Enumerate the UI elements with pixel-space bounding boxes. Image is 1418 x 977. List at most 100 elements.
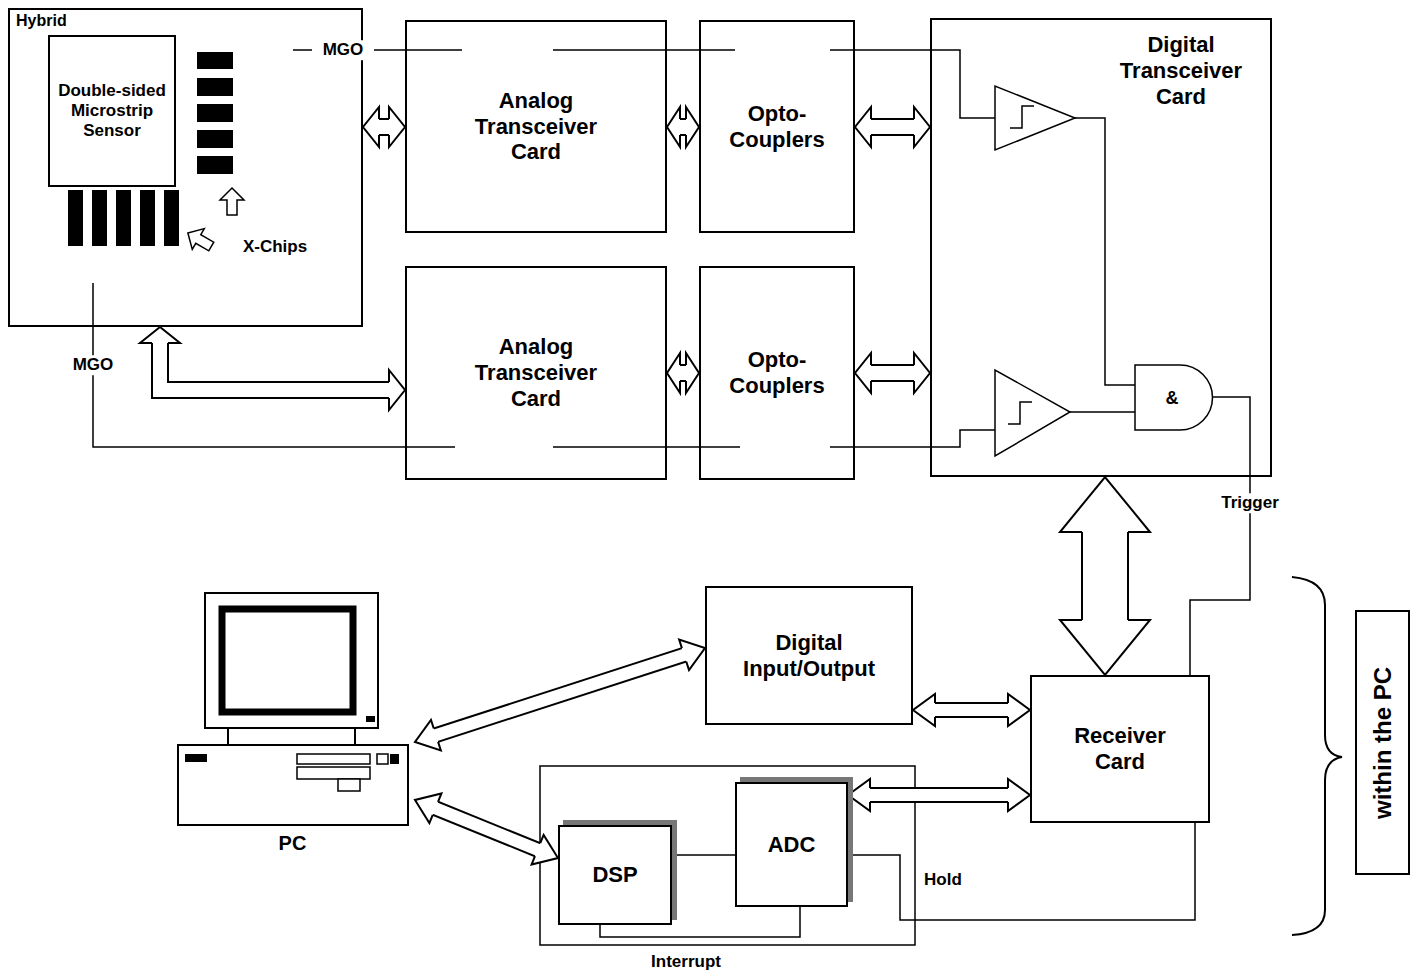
sensor-box: Double-sided Microstrip Sensor — [48, 35, 176, 187]
node-title: Opto-Couplers — [721, 347, 833, 399]
comparators — [995, 86, 1075, 456]
arrowhead — [914, 353, 930, 393]
bus-fill — [679, 366, 687, 380]
chip — [197, 78, 233, 96]
node-title: DSP — [592, 862, 637, 888]
mgo-wire — [93, 283, 995, 447]
chip — [92, 190, 107, 246]
button — [377, 754, 388, 764]
system-unit — [178, 745, 408, 825]
arrowhead — [1060, 477, 1150, 532]
arrowhead — [855, 353, 871, 393]
chip — [197, 130, 233, 148]
chip — [116, 190, 131, 246]
drive-bay — [297, 754, 370, 764]
signal-wire — [672, 855, 735, 856]
pointer-arrow-shape — [182, 223, 217, 257]
trigger-wire — [1212, 397, 1250, 477]
bus-outline — [871, 364, 914, 382]
node-title: Digital Transceiver Card — [1106, 32, 1256, 110]
bus-fill — [435, 654, 685, 735]
mgo-wires — [93, 50, 995, 447]
bus-outline — [870, 787, 1008, 803]
wire-path — [848, 823, 1195, 920]
bus-fill — [434, 808, 538, 850]
bus-outline — [680, 364, 686, 382]
bus-arrow — [363, 107, 405, 147]
signal-name: MGO — [321, 40, 366, 60]
bus-arrow — [415, 640, 705, 751]
hybrid-board: HybridDouble-sided Microstrip Sensor — [8, 8, 363, 327]
chip — [140, 190, 155, 246]
arrowhead — [415, 793, 441, 823]
arrowhead — [1060, 620, 1150, 675]
bus-arrow — [415, 793, 558, 864]
chip-box: DSP — [558, 825, 672, 925]
card-box: Digital Input/Output — [705, 586, 913, 725]
bus-fill — [378, 120, 390, 134]
computer: PC — [170, 588, 415, 860]
node-title: Digital Input/Output — [724, 630, 894, 682]
bus-outline — [379, 118, 389, 136]
bus-fill — [869, 789, 1009, 801]
arrowhead — [363, 107, 379, 147]
bus-outline — [1081, 532, 1129, 620]
chip — [68, 190, 83, 246]
step-symbol — [1008, 402, 1032, 424]
signal-wire — [848, 823, 1195, 920]
card-box: Analog Transceiver Card — [405, 266, 667, 480]
drive-slot — [185, 754, 207, 762]
bus-arrow — [667, 107, 699, 147]
bus-fill — [160, 342, 390, 390]
chip — [164, 190, 179, 246]
arrowhead — [415, 720, 441, 750]
pointer-arrow — [182, 223, 217, 257]
curly-brace — [1292, 577, 1342, 935]
bus-arrow — [667, 353, 699, 393]
chip — [197, 104, 233, 122]
chip-box: ADC — [735, 782, 848, 907]
signal-name: Hold — [922, 870, 964, 890]
node-title: within the PC — [1368, 667, 1396, 819]
gate-symbol-label: & — [1164, 388, 1181, 409]
signal-name: MGO — [71, 355, 116, 375]
arrowhead — [389, 107, 405, 147]
signal-name: Interrupt — [649, 952, 723, 972]
bus-outline — [871, 118, 914, 136]
node-title: ADC — [768, 832, 816, 858]
part-name: X-Chips — [241, 237, 309, 257]
arrowhead — [679, 640, 705, 670]
step-symbol — [1010, 106, 1034, 128]
screen — [222, 609, 353, 712]
pointer-arrow — [220, 188, 244, 215]
bus-fill — [934, 704, 1009, 716]
monitor-stand — [228, 728, 355, 745]
arrowhead — [1008, 779, 1030, 811]
bus-arrow — [855, 107, 930, 147]
card-box: Digital Transceiver Card — [930, 18, 1272, 477]
monitor — [205, 593, 378, 728]
card-box: Opto-Couplers — [699, 20, 855, 233]
bus-arrow — [140, 327, 405, 410]
arrowhead — [140, 327, 180, 343]
bus-outline — [436, 655, 684, 735]
node-title: Double-sided Microstrip Sensor — [56, 81, 168, 141]
drive-bay — [338, 779, 360, 791]
chip — [197, 52, 233, 69]
chip — [197, 156, 233, 174]
bus-outline — [935, 702, 1008, 718]
arrowhead — [914, 107, 930, 147]
bus-fill — [679, 120, 687, 134]
mgo-wire — [293, 50, 995, 118]
node-title: PC — [279, 832, 307, 856]
bus-fill — [870, 120, 915, 134]
group-label-box: within the PC — [1355, 610, 1410, 875]
wire-path — [672, 854, 735, 856]
and-gate — [1135, 365, 1213, 430]
drive-bay — [297, 767, 370, 779]
bus-arrow — [913, 694, 1030, 726]
bus-fill — [1083, 531, 1127, 621]
card-box: Opto-Couplers — [699, 266, 855, 480]
